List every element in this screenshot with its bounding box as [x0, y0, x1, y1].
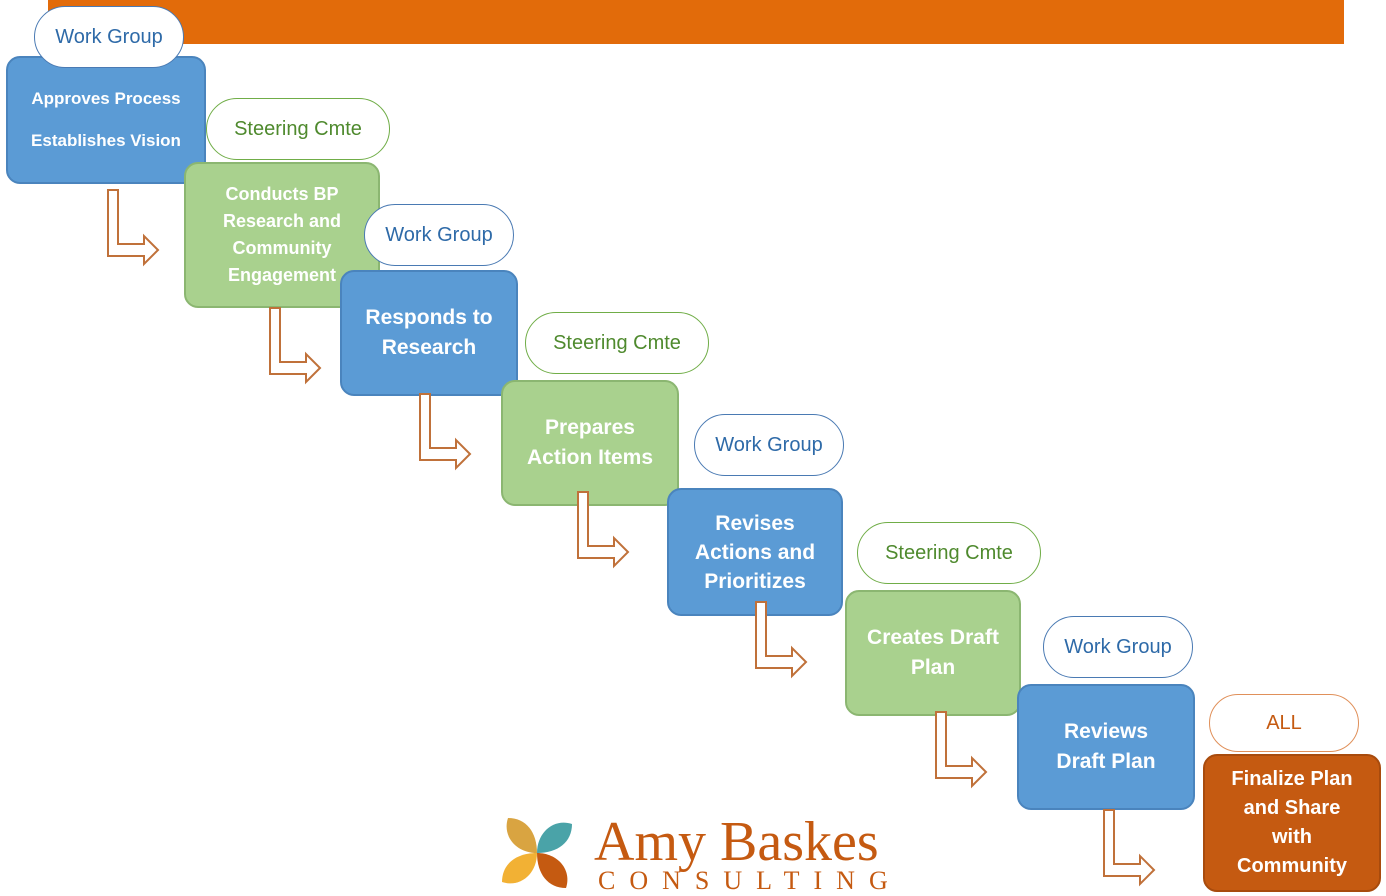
flow-arrow-icon	[269, 307, 322, 385]
step-8-box: Finalize Plan and Share with Community	[1203, 754, 1381, 892]
step-6-role-label: Steering Cmte	[885, 541, 1013, 564]
step-2-text: Conducts BP Research and Community Engag…	[222, 184, 342, 285]
flow-arrow-icon	[419, 393, 472, 471]
step-7-role: Work Group	[1043, 616, 1193, 678]
step-3-text: Responds to Research	[365, 306, 493, 359]
flow-arrow-icon	[935, 711, 988, 789]
flow-arrow-icon	[577, 491, 630, 569]
step-6-role: Steering Cmte	[857, 522, 1041, 584]
step-7-text: Reviews Draft Plan	[1056, 720, 1156, 773]
step-7-role-label: Work Group	[1064, 635, 1172, 658]
flow-arrow-icon	[755, 601, 808, 679]
step-5-text: Revises Actions and Prioritizes	[694, 511, 816, 593]
step-5-box: Revises Actions and Prioritizes	[667, 488, 843, 616]
flow-arrow-icon	[107, 189, 160, 267]
step-8-role-label: ALL	[1266, 711, 1302, 734]
step-8-text: Finalize Plan and Share with Community	[1231, 768, 1353, 877]
step-4-text: Prepares Action Items	[526, 416, 654, 469]
step-6-text: Creates Draft Plan	[867, 626, 999, 679]
step-7-box: Reviews Draft Plan	[1017, 684, 1195, 810]
header-bar	[48, 0, 1344, 44]
step-1-role: Work Group	[34, 6, 184, 68]
step-2-role-label: Steering Cmte	[234, 117, 362, 140]
logo-name: Amy Baskes	[594, 811, 879, 873]
step-1-box: Approves Process Establishes Vision	[6, 56, 206, 184]
step-1-text: Approves Process Establishes Vision	[31, 89, 181, 150]
step-6-box: Creates Draft Plan	[845, 590, 1021, 716]
step-4-role-label: Steering Cmte	[553, 331, 681, 354]
flow-arrow-icon	[1103, 809, 1156, 887]
step-1-role-label: Work Group	[55, 25, 163, 48]
step-5-role: Work Group	[694, 414, 844, 476]
step-4-role: Steering Cmte	[525, 312, 709, 374]
company-logo: Amy Baskes CONSULTING	[496, 812, 896, 895]
step-4-box: Prepares Action Items	[501, 380, 679, 506]
step-3-box: Responds to Research	[340, 270, 518, 396]
step-8-role: ALL	[1209, 694, 1359, 752]
step-5-role-label: Work Group	[715, 433, 823, 456]
step-3-role-label: Work Group	[385, 223, 493, 246]
step-3-role: Work Group	[364, 204, 514, 266]
step-2-role: Steering Cmte	[206, 98, 390, 160]
logo-subtitle: CONSULTING	[598, 866, 902, 895]
logo-mark-icon	[502, 818, 572, 888]
step-2-box: Conducts BP Research and Community Engag…	[184, 162, 380, 308]
